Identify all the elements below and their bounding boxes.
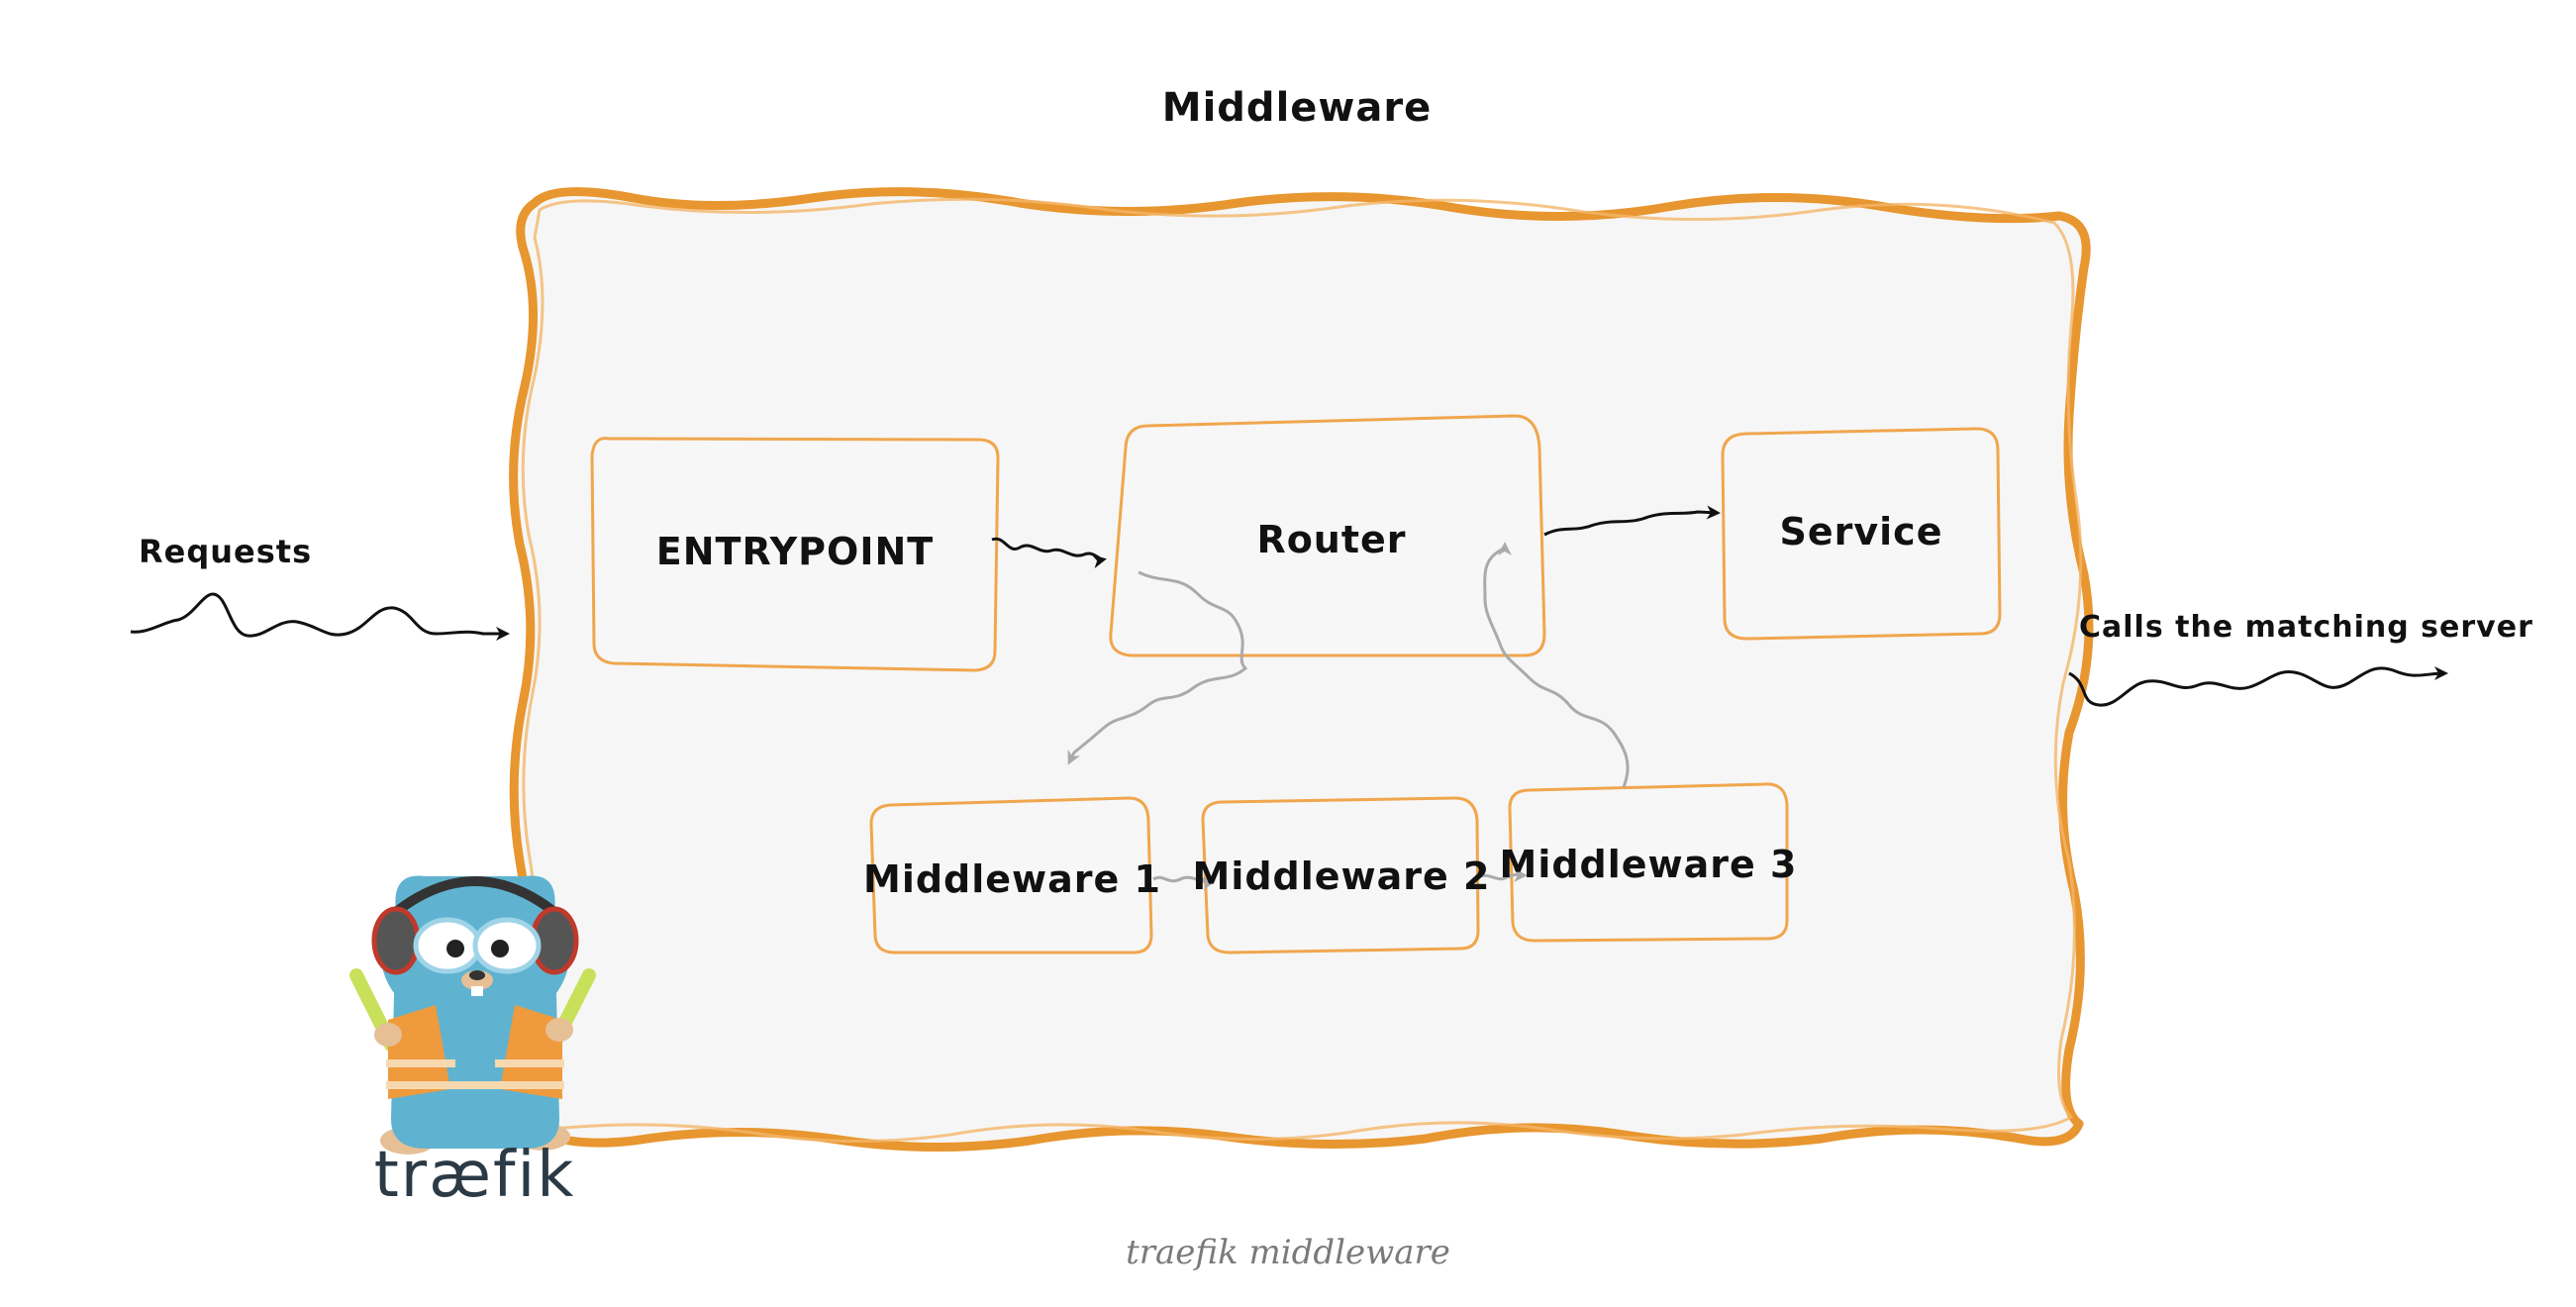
node-middleware-2-label: Middleware 2 — [1192, 855, 1491, 898]
node-entrypoint-label: ENTRYPOINT — [655, 530, 935, 573]
arrow-middleware-1-to-2 — [1152, 875, 1216, 891]
figure-caption: traefik middleware — [1126, 1233, 1450, 1272]
output-label: Calls the matching server — [2079, 610, 2533, 645]
box-router — [1109, 414, 1546, 657]
arrow-requests-in — [130, 592, 510, 641]
arrow-router-to-service — [1543, 505, 1721, 537]
arrow-entrypoint-to-router — [991, 537, 1107, 569]
arrow-output — [2068, 666, 2448, 707]
traefik-logo-text: træfik — [373, 1139, 576, 1212]
arrow-router-to-middleware-1 — [1067, 570, 1248, 765]
traefik-gopher-icon — [349, 875, 596, 1155]
node-middleware-3-label: Middleware 3 — [1499, 842, 1798, 886]
arrow-middleware-3-to-router — [1483, 542, 1630, 788]
node-router-label: Router — [1256, 518, 1407, 561]
box-service — [1721, 427, 2002, 641]
box-middleware-1 — [869, 796, 1153, 955]
box-middleware-2 — [1201, 796, 1480, 955]
arrow-middleware-2-to-3 — [1477, 867, 1528, 882]
box-entrypoint — [590, 437, 1000, 672]
diagram-title: Middleware — [1161, 85, 1433, 131]
input-label: Requests — [139, 533, 313, 570]
node-service-label: Service — [1779, 510, 1943, 553]
middleware-frame — [509, 187, 2094, 1153]
node-middleware-1-label: Middleware 1 — [863, 856, 1161, 901]
box-middleware-3 — [1508, 782, 1789, 943]
